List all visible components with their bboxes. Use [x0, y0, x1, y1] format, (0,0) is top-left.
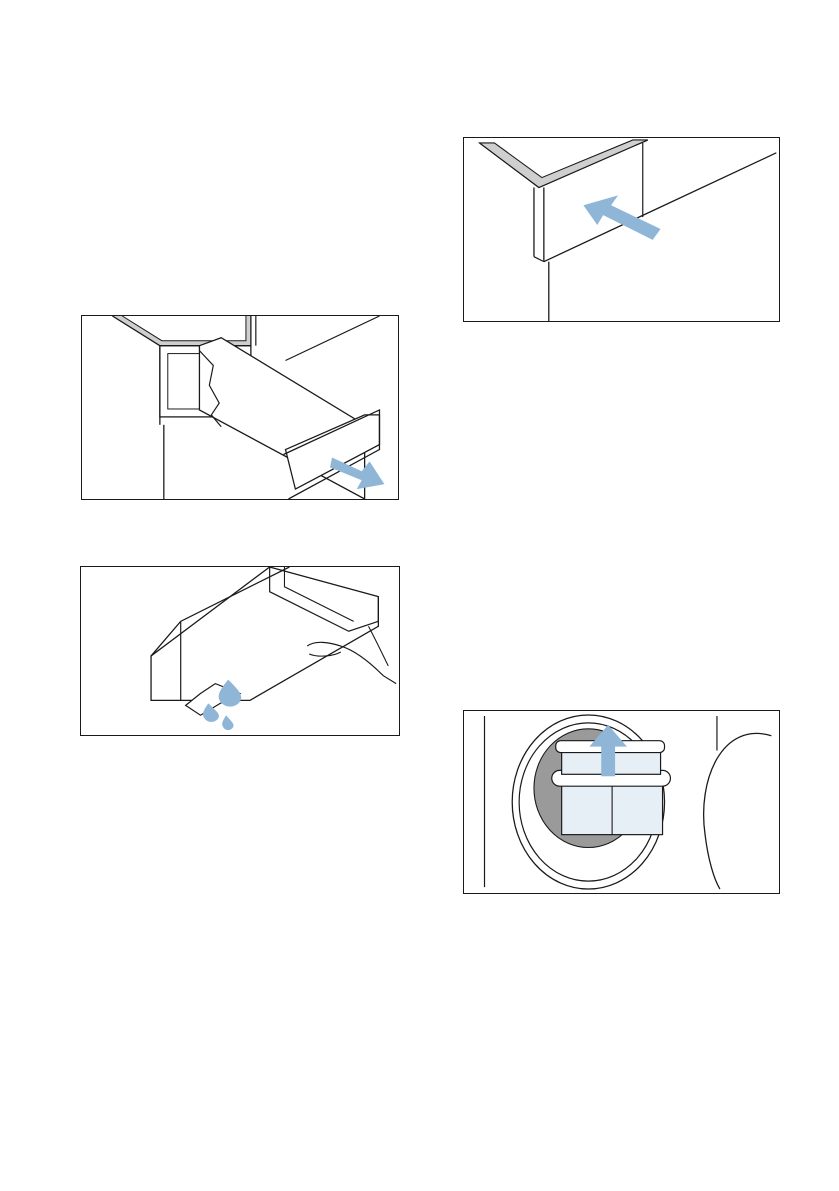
- illustration-fluff-filter: [464, 711, 779, 893]
- drawer-corner: [534, 257, 544, 262]
- figure-remove-fluff-filter: [463, 710, 780, 894]
- figure-pull-out-container: [81, 315, 399, 500]
- container-body: [199, 338, 364, 499]
- figure-push-in-container: [463, 137, 780, 322]
- water-drop-icon: [222, 715, 233, 730]
- open-door: [704, 733, 772, 889]
- container-body: [151, 567, 378, 700]
- illustration-pull-out: [82, 316, 398, 499]
- illustration-push-in: [464, 138, 779, 321]
- hand-wrist: [368, 626, 388, 666]
- arrow-in-icon: [583, 195, 660, 240]
- illustration-drain: [81, 567, 399, 735]
- worktop-frame: [480, 140, 648, 187]
- figure-empty-condensate: [80, 566, 400, 736]
- side-line: [286, 316, 380, 361]
